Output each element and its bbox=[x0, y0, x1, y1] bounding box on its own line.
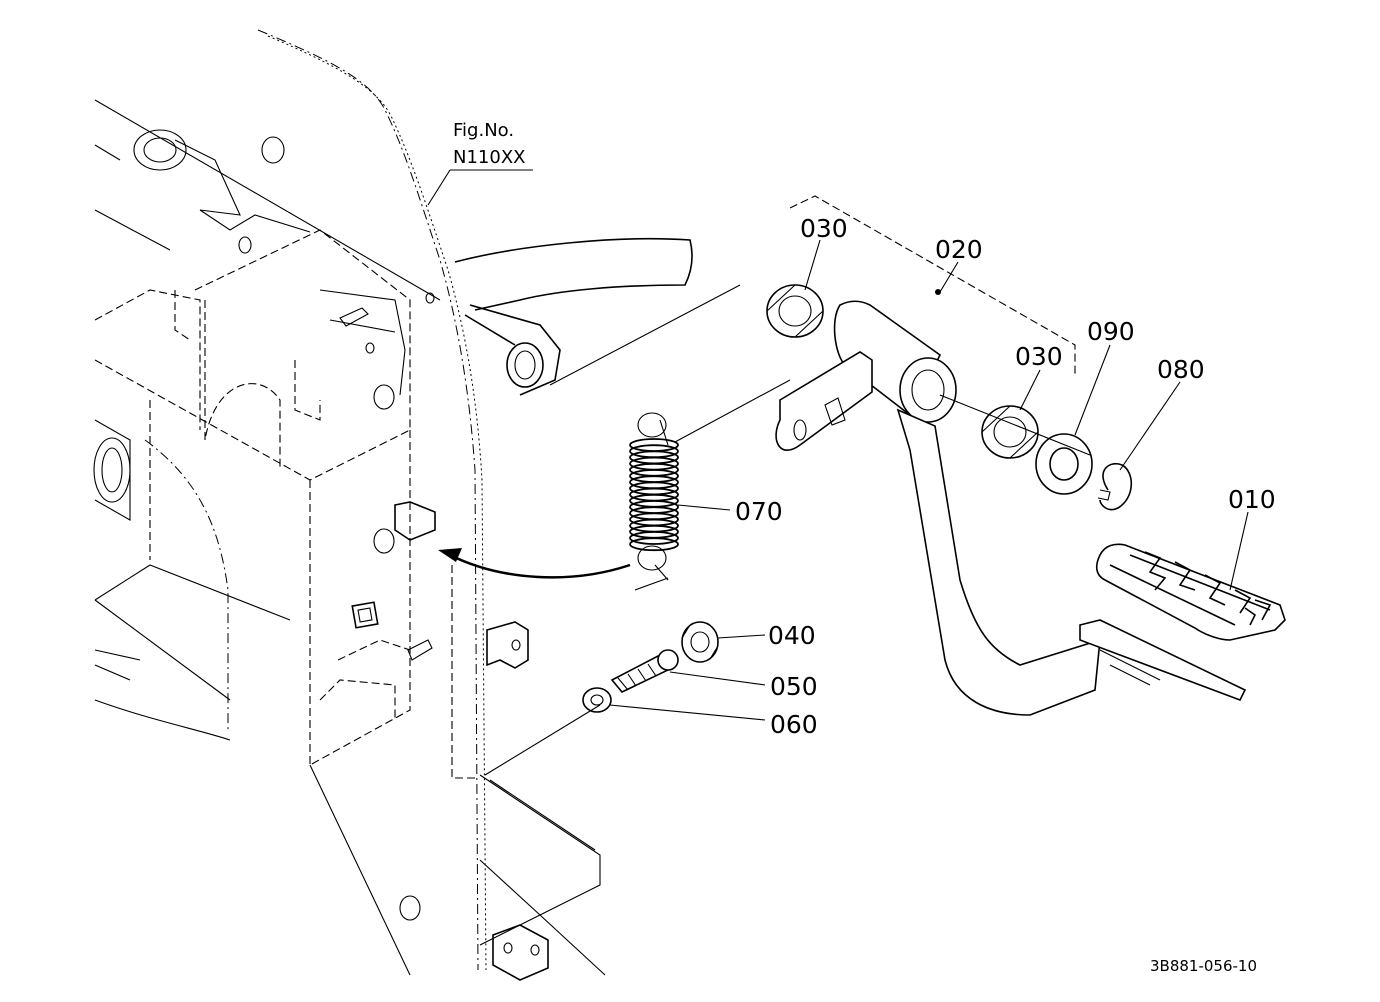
frame-panel bbox=[93, 29, 606, 981]
callout-labels: 010 020 030 030 040 050 060 070 080 090 bbox=[735, 214, 1276, 739]
callout-040: 040 bbox=[768, 621, 816, 650]
spring-coil bbox=[629, 531, 679, 545]
callout-070: 070 bbox=[735, 497, 783, 526]
pedal-assembly bbox=[549, 195, 1247, 716]
callout-050: 050 bbox=[770, 672, 818, 701]
leader-lines bbox=[609, 239, 1249, 721]
brake-arm-lever bbox=[454, 237, 693, 396]
spring-coil bbox=[629, 537, 679, 552]
lock-nut bbox=[484, 687, 612, 776]
callout-010: 010 bbox=[1228, 485, 1276, 514]
callout-030-lower: 030 bbox=[1015, 342, 1063, 371]
stop-bolt bbox=[610, 649, 679, 693]
callout-060: 060 bbox=[770, 710, 818, 739]
figure-ref-line2: N110XX bbox=[453, 147, 525, 168]
figure-ref-line1: Fig.No. bbox=[453, 120, 514, 141]
return-spring bbox=[629, 379, 791, 591]
pedal-pad bbox=[1095, 543, 1286, 641]
callout-090: 090 bbox=[1087, 317, 1135, 346]
drawing-code: 3B881-056-10 bbox=[1150, 957, 1257, 975]
callout-030-upper: 030 bbox=[800, 214, 848, 243]
figure-reference: Fig.No. N110XX bbox=[427, 120, 533, 206]
stopper-cushion bbox=[681, 621, 719, 663]
callout-020: 020 bbox=[935, 235, 983, 264]
callout-080: 080 bbox=[1157, 355, 1205, 384]
spring-attach-arrow bbox=[438, 548, 631, 579]
